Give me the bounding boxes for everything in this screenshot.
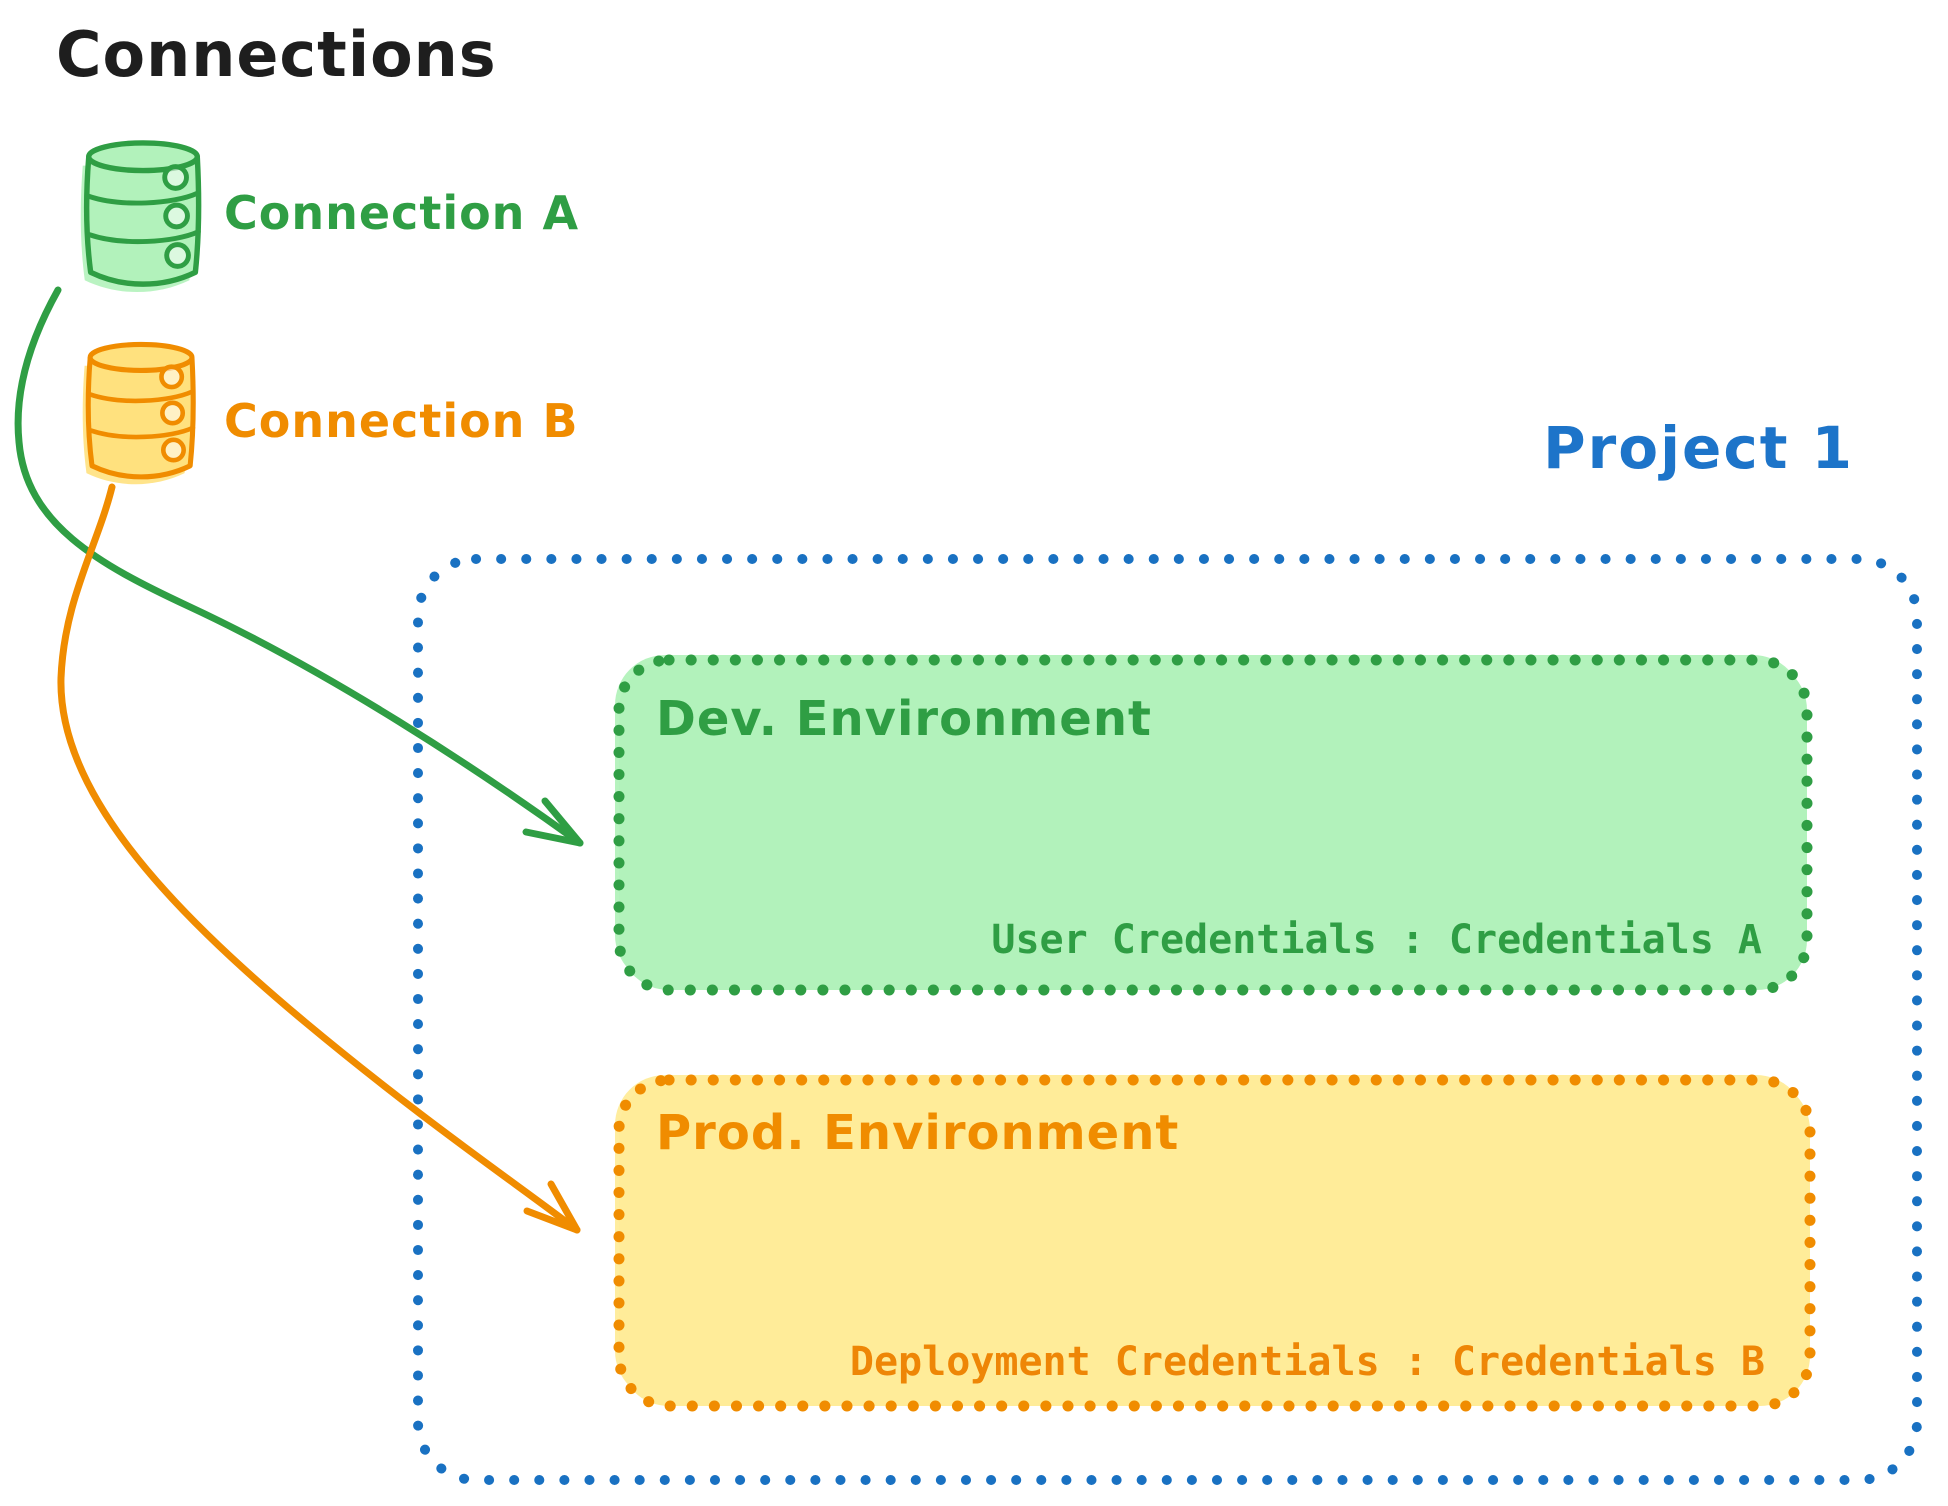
connection-a-label: Connection A — [224, 186, 580, 240]
project-label: Project 1 — [1543, 414, 1854, 482]
prod-environment-shape — [613, 1074, 1816, 1412]
diagram-title: Connections — [56, 18, 497, 91]
dev-environment-title: Dev. Environment — [656, 691, 1152, 747]
dev-environment-credentials: User Credentials : Credentials A — [991, 917, 1762, 963]
prod-environment-title: Prod. Environment — [656, 1105, 1180, 1161]
connection-b-label: Connection B — [224, 394, 579, 448]
database-icon — [78, 136, 210, 296]
prod-environment-credentials: Deployment Credentials : Credentials B — [849, 1339, 1765, 1385]
prod-environment-box: Prod. Environment Deployment Credentials… — [612, 1073, 1817, 1413]
database-icon — [80, 338, 204, 488]
dev-environment-shape — [613, 654, 1813, 996]
dev-environment-box: Dev. Environment User Credentials : Cred… — [612, 653, 1814, 997]
